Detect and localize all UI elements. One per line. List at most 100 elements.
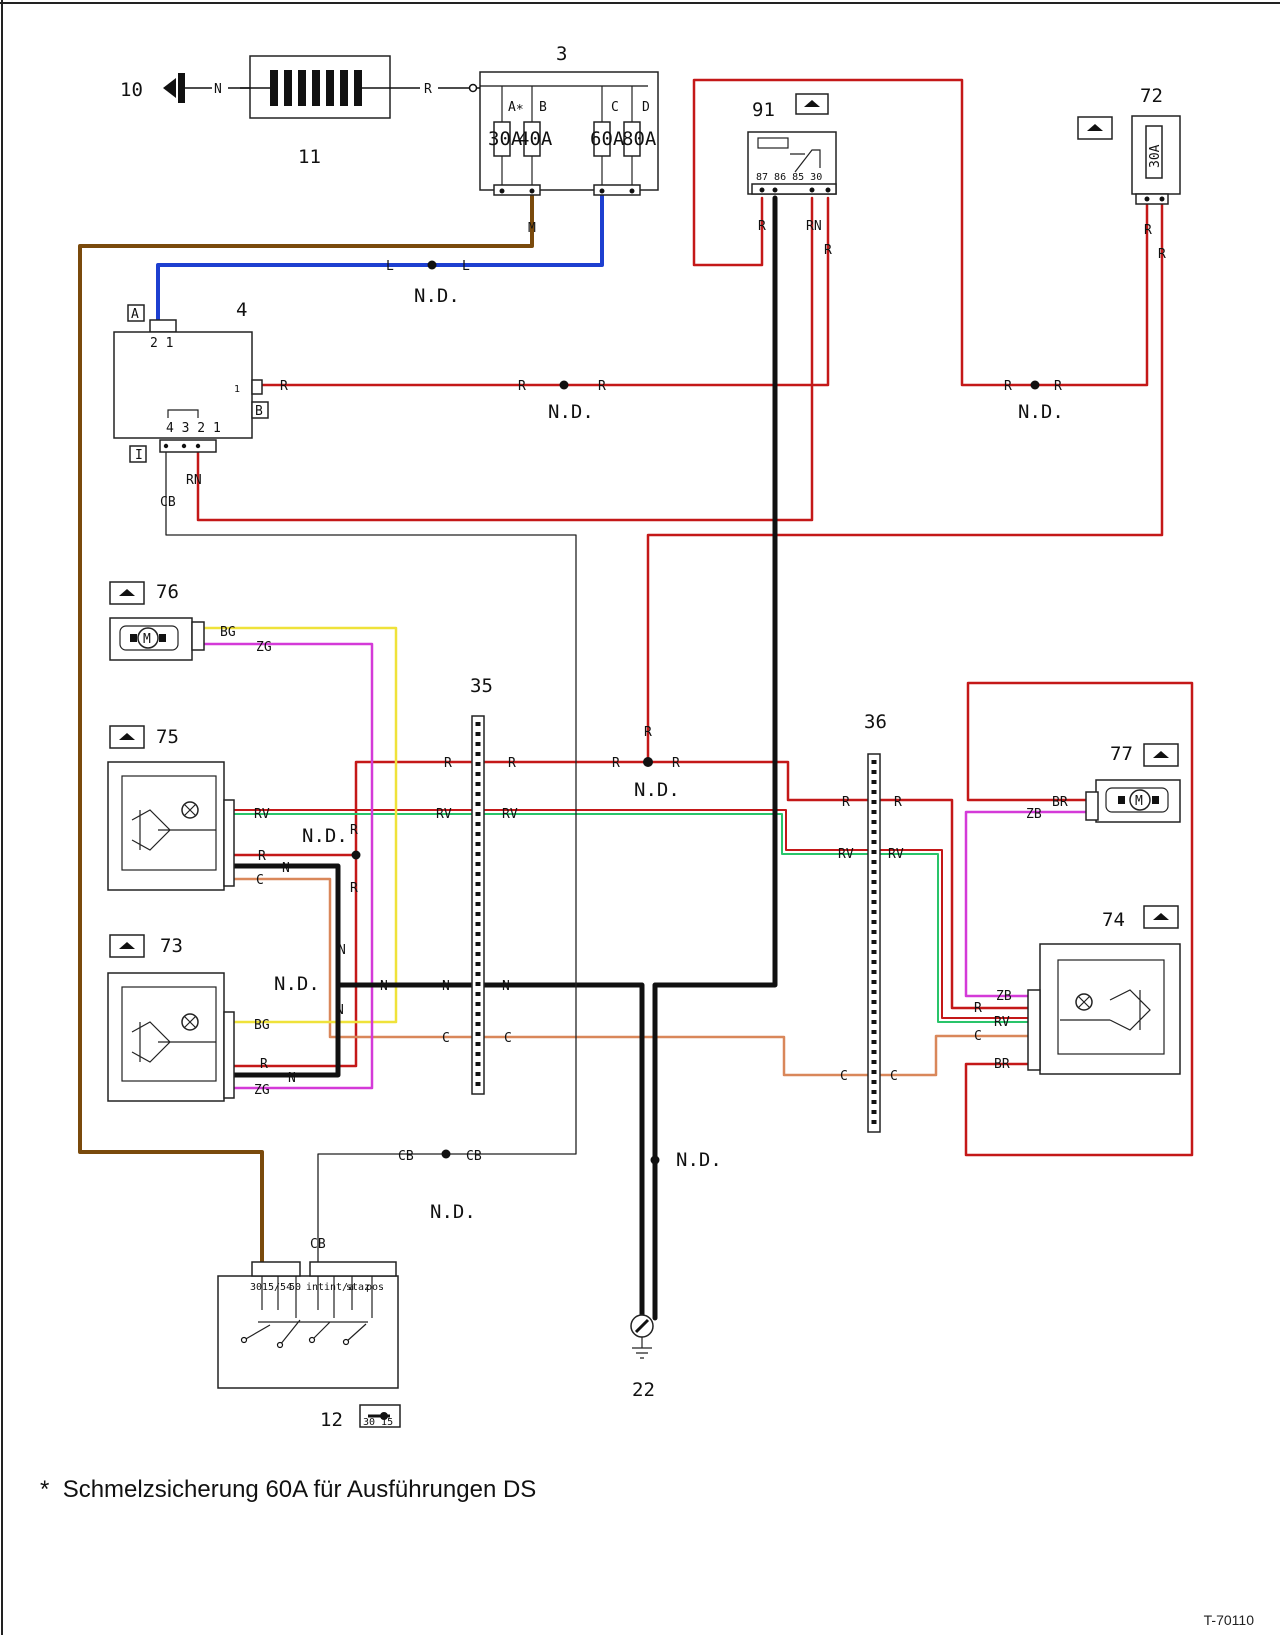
wire-label-r: R [842,795,850,810]
wire-red-72 [646,203,1164,764]
wire-label-r: R [1144,223,1152,238]
fuse-letter-b: B [539,100,547,115]
wire-label-r: R [258,849,266,864]
nd-label: N.D. [414,285,460,307]
wire-label-c: C [504,1031,512,1046]
nd-labels: N.D. N.D. N.D. N.D. N.D. N.D. N.D. N.D. [274,285,1064,1223]
nd-label: N.D. [430,1201,476,1223]
wire-label-r: R [894,795,902,810]
wire-label-r: R [824,243,832,258]
fuse-rating-d: 80A [622,128,657,150]
connector-i-badge [129,445,147,463]
label-75: 75 [156,726,179,748]
junction-dot [441,1149,451,1159]
ign-terminal-50: 50 [289,1282,301,1293]
battery-cells-icon [270,70,362,106]
wire-label-rv: RV [436,807,452,822]
wire-label-n: N [380,979,388,994]
connector-b-badge [251,401,269,419]
ignition-switch: 30 15/54 50 int int/a staz pos 12 30 15 [217,1261,401,1431]
label-36: 36 [864,711,887,733]
wire-label-r: R [444,756,452,771]
wire-label-r: R [280,379,288,394]
wire-label-br: BR [1052,795,1068,810]
wire-label-r: R [350,823,358,838]
wire-label-n: N [336,1003,344,1018]
connector-a-badge [127,304,145,322]
wire-label-r: R [644,725,652,740]
wire-label-bg: BG [254,1018,270,1033]
wire-label-n: N [502,979,510,994]
fuse-box: 3 A∗ B C D 30A 40A 60A 80A [468,43,659,196]
switch-74: 74 [1027,905,1181,1075]
ign-terminal-30: 30 [250,1282,262,1293]
label-12: 12 [320,1409,343,1431]
wire-label-zb: ZB [1026,807,1042,822]
switch-75: 75 [107,725,235,891]
wire-label-cb: CB [160,495,176,510]
motor-front: 76 M [109,581,205,661]
label-3: 3 [556,43,567,65]
wire-label-l: L [462,259,470,274]
wire-label-br: BR [994,1057,1010,1072]
switch-74-frame [1039,943,1181,1075]
label-10: 10 [120,79,143,101]
connector-a-label: A [131,307,139,322]
wire-label-r: R [518,379,526,394]
wire-blue [156,176,604,334]
wire-label-cb: CB [310,1237,326,1252]
fuse-rating-c: 60A [590,128,625,150]
nd-label: N.D. [676,1149,722,1171]
wire-label-c: C [442,1031,450,1046]
junction-dot [559,380,569,390]
fuse-letter-a: A∗ [508,100,524,115]
fuse-rating-b: 40A [518,128,553,150]
label-77: 77 [1110,743,1133,765]
wire-label-n: N [282,861,290,876]
wire-label-n: N [338,943,346,958]
control-unit-frame [113,331,253,439]
connector-i-label: I [135,448,143,463]
junctions [351,260,1040,1165]
wire-label-l: L [386,259,394,274]
wire-label-n: N [442,979,450,994]
junction-dot [643,757,653,767]
wire-label-zb: ZB [996,989,1012,1004]
wire-label-r: R [260,1057,268,1072]
fuse-single-rating: 30A [1148,144,1163,168]
wire-label-rv: RV [994,1015,1010,1030]
connector-b-label: B [255,404,263,419]
battery-terminal-icon [163,78,176,98]
label-35: 35 [470,675,493,697]
nd-label: N.D. [1018,401,1064,423]
wire-red-relay-loop [692,78,1149,387]
fuse-rating-a: 30A [488,128,523,150]
wire-label-zg: ZG [256,640,272,655]
wire-label-rv: RV [254,807,270,822]
motor-77-symbol: M [1135,794,1143,809]
wire-red-73-r [230,853,358,1068]
ign-terminal-staz: staz [346,1282,370,1293]
wire-labels: M L L R RN R R R R R R R R RN CB BG ZG R… [160,219,1166,1252]
wire-label-r: R [508,756,516,771]
relay-pins: 87 86 85 30 [756,172,822,183]
label-4: 4 [236,299,247,321]
ign-terminal-pos: pos [366,1282,384,1293]
ign-terminal-int: int [306,1282,324,1293]
wire-red-relay-85 [250,196,830,387]
wire-label-cb: CB [466,1149,482,1164]
battery-plate-icon [178,73,185,103]
fuse-elements [493,121,641,157]
wire-brown [78,190,534,1264]
footnote: * Schmelzsicherung 60A für Ausführungen … [40,1476,536,1504]
wire-rv-red [231,809,1029,1019]
relay: 91 87 86 85 30 [747,93,837,195]
wire-label-n: N [288,1071,296,1086]
ign-terminal-int-a: int/a [324,1282,354,1293]
wire-label-r: R [598,379,606,394]
wire-label-c: C [256,873,264,888]
wire-label-rv: RV [888,847,904,862]
wire-label-r: R [758,219,766,234]
ignition-frame [217,1275,399,1389]
